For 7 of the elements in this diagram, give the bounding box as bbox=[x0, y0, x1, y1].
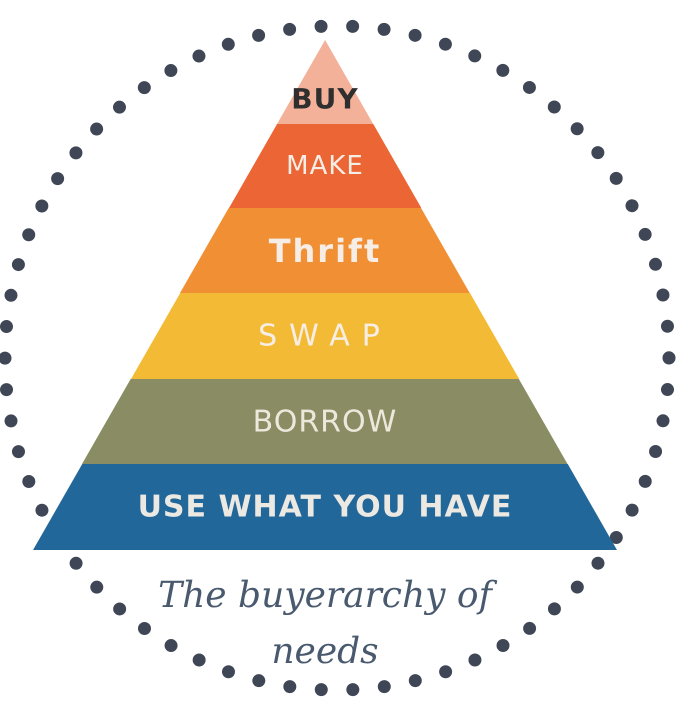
tier-label: Thrift bbox=[268, 232, 382, 270]
tier-label: BUY bbox=[291, 82, 359, 116]
tier-label: SWAP bbox=[258, 318, 392, 354]
tier-label: MAKE bbox=[286, 151, 364, 181]
tier-label: USE WHAT YOU HAVE bbox=[138, 490, 512, 524]
tier-label: BORROW bbox=[252, 404, 398, 439]
caption: The buyerarchy of needs bbox=[150, 568, 500, 680]
